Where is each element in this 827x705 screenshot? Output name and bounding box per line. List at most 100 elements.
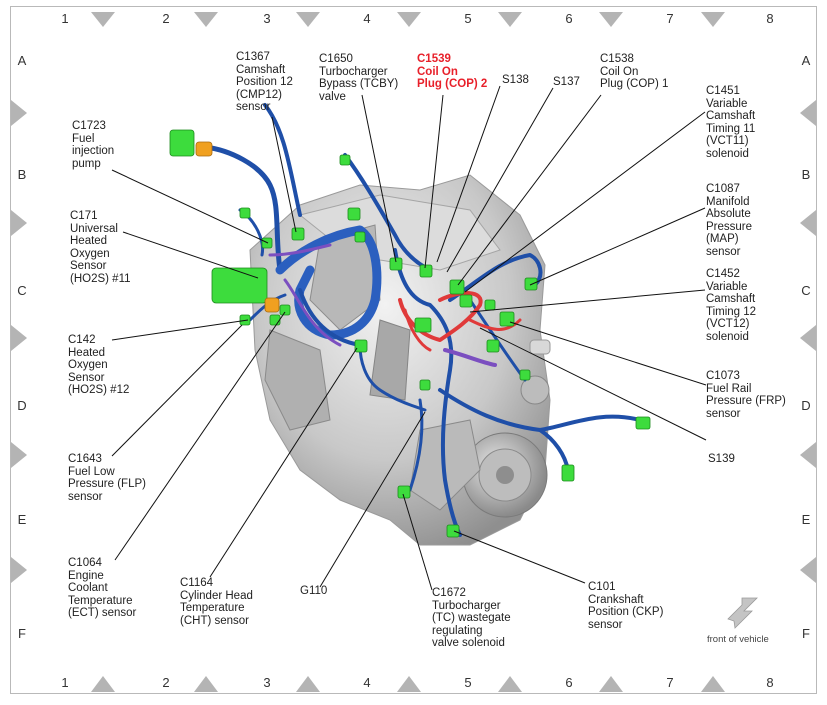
column-label: 8 [766, 11, 774, 26]
right-marker [800, 325, 816, 351]
flp-connector [279, 304, 291, 316]
row-label: A [17, 53, 27, 68]
left-marker [11, 210, 27, 236]
ect-connector [269, 314, 281, 326]
harness-connector [635, 416, 651, 430]
leader-lines [111, 85, 707, 591]
fuel-injection-pump-connector [169, 129, 195, 157]
bottom-marker [296, 676, 320, 692]
grid-markers [11, 12, 816, 692]
label-g110: G110 [300, 585, 328, 597]
top-marker [397, 12, 421, 27]
column-label: 8 [766, 675, 774, 690]
vct12-connector [499, 311, 515, 327]
bottom-marker [498, 676, 522, 692]
column-label: 4 [363, 675, 371, 690]
left-marker [11, 557, 27, 583]
row-label: C [801, 283, 811, 298]
left-marker [11, 100, 27, 126]
bottom-marker [599, 676, 623, 692]
label-c1164: C1164 Cylinder Head Temperature (CHT) se… [180, 577, 253, 627]
column-label: 6 [565, 11, 573, 26]
column-label: 1 [61, 11, 69, 26]
row-label: B [801, 167, 811, 182]
label-s139: S139 [708, 453, 735, 465]
label-front-of-vehicle: front of vehicle [707, 634, 769, 645]
column-label: 2 [162, 675, 170, 690]
label-c171: C171 Universal Heated Oxygen Sensor (HO2… [70, 210, 131, 285]
label-s137: S137 [553, 76, 580, 88]
column-label: 5 [464, 675, 472, 690]
label-c1539: C1539 Coil On Plug (COP) 2 [417, 53, 488, 91]
row-label: A [801, 53, 811, 68]
top-marker [296, 12, 320, 27]
column-label: 3 [263, 11, 271, 26]
label-c1367: C1367 Camshaft Position 12 (CMP12) senso… [236, 51, 293, 114]
top-marker [599, 12, 623, 27]
map-connector [459, 294, 473, 308]
column-label: 7 [666, 675, 674, 690]
left-marker [11, 325, 27, 351]
orange-fitting [264, 297, 280, 313]
right-marker [800, 100, 816, 126]
row-label: B [17, 167, 27, 182]
top-marker [701, 12, 725, 27]
column-label: 2 [162, 11, 170, 26]
bottom-marker [194, 676, 218, 692]
tcby-connector [389, 257, 403, 271]
column-label: 1 [61, 675, 69, 690]
label-c1087: C1087 Manifold Absolute Pressure (MAP) s… [706, 183, 753, 258]
harness-connector [484, 299, 496, 311]
bottom-marker [397, 676, 421, 692]
label-c101: C101 Crankshaft Position (CKP) sensor [588, 581, 664, 631]
orange-fuel-fitting [195, 141, 213, 157]
label-c1538: C1538 Coil On Plug (COP) 1 [600, 53, 669, 91]
right-marker [800, 442, 816, 468]
column-label: 4 [363, 11, 371, 26]
label-c1672: C1672 Turbocharger (TC) wastegate regula… [432, 587, 511, 650]
label-c1650: C1650 Turbocharger Bypass (TCBY) valve [319, 53, 399, 103]
row-label: C [17, 283, 27, 298]
row-label: E [17, 512, 27, 527]
row-label: F [802, 626, 810, 641]
cop1-connector [449, 279, 465, 295]
label-s138: S138 [502, 74, 529, 86]
bottom-marker [91, 676, 115, 692]
label-c1073: C1073 Fuel Rail Pressure (FRP) sensor [706, 370, 786, 420]
top-marker [91, 12, 115, 27]
label-c1064: C1064 Engine Coolant Temperature (ECT) s… [68, 557, 137, 620]
harness-connector [414, 317, 432, 333]
column-label: 5 [464, 11, 472, 26]
harness-connector [561, 464, 575, 482]
label-c1451: C1451 Variable Camshaft Timing 11 (VCT11… [706, 85, 756, 160]
harness-connector [239, 207, 251, 219]
vct11-connector [524, 277, 538, 291]
frp-connector [486, 339, 500, 353]
cht-connector [354, 339, 368, 353]
bottom-marker [701, 676, 725, 692]
front-of-vehicle-arrow-icon [727, 597, 758, 629]
label-c1723: C1723 Fuel injection pump [72, 120, 115, 170]
label-c1452: C1452 Variable Camshaft Timing 12 (VCT12… [706, 268, 757, 343]
column-label: 6 [565, 675, 573, 690]
right-marker [800, 210, 816, 236]
cop2-connector [419, 264, 433, 278]
cmp12-connector [291, 227, 305, 241]
top-marker [498, 12, 522, 27]
engine-illustration [249, 174, 551, 546]
harness-connector [347, 207, 361, 221]
label-c1643: C1643 Fuel Low Pressure (FLP) sensor [68, 453, 146, 503]
ecu-connector-block [211, 267, 268, 304]
column-label: 3 [263, 675, 271, 690]
row-label: E [801, 512, 811, 527]
top-marker [194, 12, 218, 27]
harness-connector [339, 154, 351, 166]
label-c142: C142 Heated Oxygen Sensor (HO2S) #12 [68, 334, 130, 397]
harness-connector [354, 231, 366, 243]
left-marker [11, 442, 27, 468]
harness-connector [519, 369, 531, 381]
right-marker [800, 557, 816, 583]
connectors [169, 129, 651, 538]
row-label: D [801, 398, 811, 413]
